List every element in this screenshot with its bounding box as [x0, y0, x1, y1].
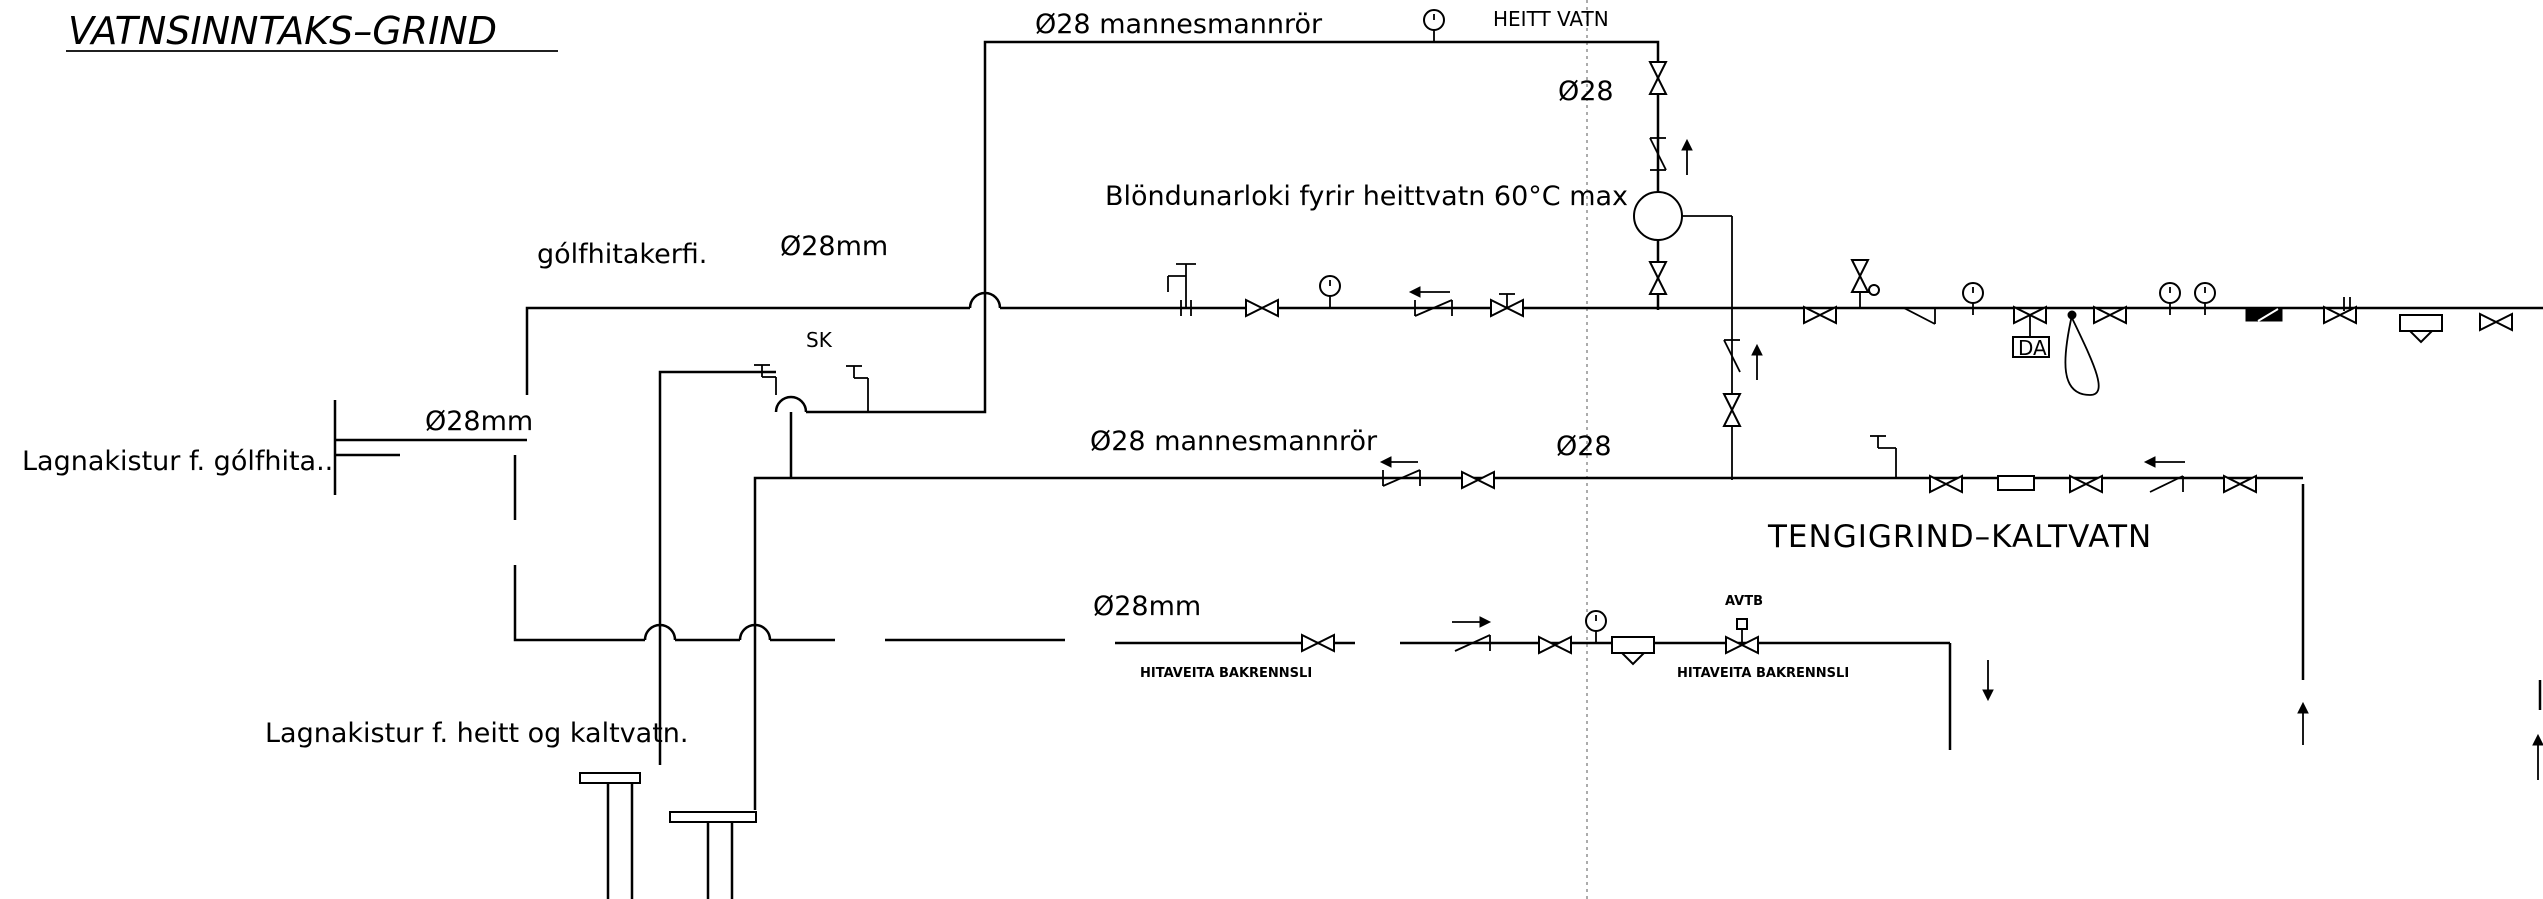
gate-valve-upper-1 [1245, 299, 1279, 317]
label-d28-top: Ø28 [1558, 76, 1614, 107]
manifold-heitt [579, 772, 641, 899]
label-pipe-mid: Ø28 mannesmannrör [1090, 426, 1378, 457]
flow-arrow-up-right [2297, 701, 2309, 745]
pipe-cold-sk [806, 372, 987, 414]
tap-mid [1870, 435, 1897, 478]
flow-arrow-left-right [2143, 456, 2185, 468]
safety-valve [1850, 259, 1880, 308]
check-valve-upper-right [1903, 307, 1936, 325]
check-valve-vertical-mid [1723, 339, 1741, 373]
pressure-gauge-upper-4 [2194, 282, 2216, 316]
flow-arrow-up-edge [2532, 733, 2543, 780]
pressure-gauge-upper-2 [1962, 282, 1984, 316]
diagram-title: VATNSINNTAKS–GRIND [68, 9, 497, 53]
label-lagnakistur-golfhita: Lagnakistur f. gólfhita.. [22, 446, 333, 477]
label-golfhitakerfi: gólfhitakerfi. [537, 239, 707, 270]
label-blondunarloki: Blöndunarloki fyrir heittvatn 60°C max [1105, 181, 1628, 212]
filter-element [2245, 308, 2283, 322]
mixing-valve [1633, 191, 1733, 480]
pipe-lower-left [513, 565, 645, 642]
tap-sk-left [754, 364, 777, 395]
manifold-kaltvatn [669, 811, 757, 899]
junction-dot [2067, 310, 2077, 320]
check-valve-upper [1414, 299, 1453, 317]
flow-arrow-up [1681, 138, 1693, 175]
gate-valve-vertical-mid [1723, 393, 1741, 427]
svg-text:DA: DA [2018, 336, 2047, 360]
pipe-cold-vertical-b [753, 476, 1732, 810]
check-valve-mid [1382, 469, 1421, 487]
strainer-mid [1997, 475, 2035, 491]
pipe-crossover-cold [774, 395, 808, 413]
label-pipe-top: Ø28 mannesmannrör [1035, 9, 1323, 40]
gate-valve-lower-2 [1538, 636, 1572, 654]
label-d28mm-upper: Ø28mm [780, 231, 888, 262]
label-tengigrind: TENGIGRIND–KALTVATN [1767, 519, 2152, 555]
label-lagnakistur-heitt: Lagnakistur f. heitt og kaltvatn. [265, 718, 689, 749]
gate-valve-mid-1 [1461, 471, 1495, 489]
label-heitt-vatn: HEITT VATN [1493, 7, 1609, 31]
pipe-crossover-upper [968, 291, 1002, 309]
flow-arrow-left-upper [1408, 286, 1450, 298]
pipe-crossover-lower-2 [738, 623, 772, 641]
gate-valve-upper-2 [1490, 293, 1524, 317]
pressure-reducing-valve [2013, 306, 2047, 337]
gate-valve-vertical-mix [1649, 261, 1667, 295]
tap-upper [1167, 263, 1196, 316]
gate-valve-vertical-top [1649, 61, 1667, 95]
gate-valve-upper-6 [2479, 313, 2513, 331]
gate-valve-lower-1 [1301, 634, 1335, 652]
pipe-cold-vertical-a [658, 370, 776, 765]
pipe-golfhiti-upper [525, 306, 970, 395]
check-valve-lower [1454, 634, 1491, 652]
strainer-lower [1611, 636, 1655, 666]
label-sk: SK [806, 328, 833, 352]
flow-arrow-right-lower [1452, 616, 1492, 628]
avtb-valve [1725, 618, 1759, 654]
flow-arrow-up-mid [1751, 343, 1763, 380]
label-d28mm-lower: Ø28mm [1093, 591, 1201, 622]
pipe-crossover-lower-1 [643, 623, 677, 641]
gate-valve-upper-4 [2093, 306, 2127, 324]
gate-valve-upper-3 [1803, 306, 1837, 324]
label-d28-mid: Ø28 [1556, 431, 1612, 462]
label-avtb: AVTB [1725, 594, 1763, 609]
check-valve-mid-right [2149, 475, 2184, 493]
flow-arrow-left-mid [1379, 456, 1418, 468]
check-valve-vertical [1649, 137, 1667, 171]
pressure-gauge-lower [1585, 610, 1607, 644]
label-hitaveita-1: HITAVEITA BAKRENNSLI [1140, 666, 1312, 681]
pressure-gauge-top [1423, 9, 1445, 43]
label-d28mm-left: Ø28mm [425, 406, 533, 437]
da-box: DA [2012, 314, 2100, 396]
gate-valve-upper-5 [2323, 297, 2357, 324]
pressure-gauge-upper-3 [2159, 282, 2181, 316]
pressure-gauge-upper-1 [1319, 275, 1341, 309]
label-hitaveita-2: HITAVEITA BAKRENNSLI [1677, 666, 1849, 681]
pipe-top-mannesmann [983, 40, 1660, 372]
tap-sk-right [846, 365, 869, 412]
flow-arrow-down-lower [1982, 660, 1994, 702]
strainer-upper [2399, 314, 2443, 344]
